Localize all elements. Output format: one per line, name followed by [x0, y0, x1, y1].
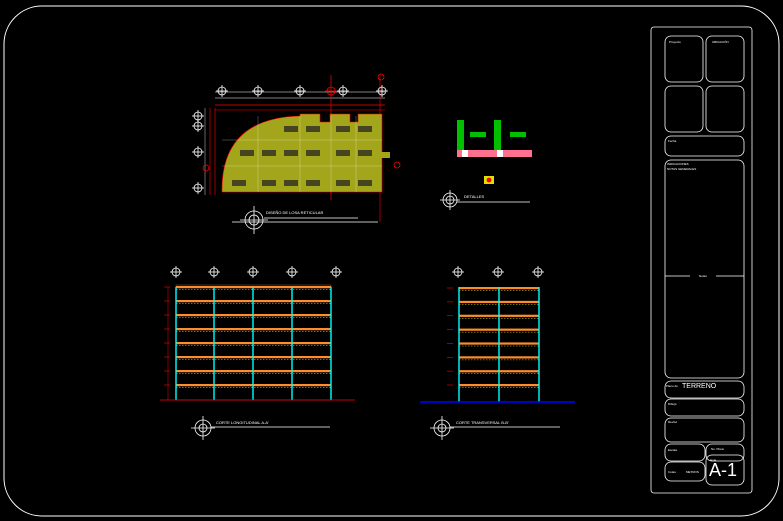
tb-proyecto-label: Proyecto	[669, 40, 681, 44]
tb-sheet-number: A-1	[709, 460, 738, 480]
slab-plan	[192, 73, 401, 234]
tb-cota-value: METROS	[686, 470, 699, 474]
tb-hoja-label: Hoja	[710, 458, 717, 462]
long-section-title: CORTE LONGITUDINAL A-A'	[216, 420, 269, 425]
details	[440, 120, 532, 210]
tb-fecha-label: Fecha	[668, 139, 677, 143]
tb-cota-label: Cotas	[668, 470, 676, 474]
tb-notas-center: Notas	[699, 274, 707, 278]
axis-bubble	[216, 85, 388, 97]
tb-reviso-label: Revisó	[668, 420, 678, 424]
slab-plan-title: DISEÑO DE LOSA RETICULAR	[266, 210, 324, 215]
sheet-border	[3, 5, 780, 517]
tb-plano-label: Plano de	[666, 384, 678, 388]
long-section	[160, 266, 355, 440]
tb-notas-sub: NOTAS GENERALES	[667, 167, 697, 171]
trans-section	[420, 266, 575, 440]
details-title: DETALLES	[464, 194, 485, 199]
tb-fecha2-label: No. Plano	[711, 447, 725, 451]
tb-plano-value: TERRENO	[682, 383, 717, 390]
trans-section-title: CORTE TRANSVERSAL B-B'	[456, 420, 509, 425]
tb-dibujo-label: Dibujó	[668, 402, 677, 406]
tb-ubicacion-label: UBICACIÓN	[712, 40, 729, 44]
title-block	[650, 26, 753, 494]
tb-escala-label: Escala	[668, 448, 678, 452]
tb-notas-heading: INDICACIONES	[667, 162, 689, 166]
